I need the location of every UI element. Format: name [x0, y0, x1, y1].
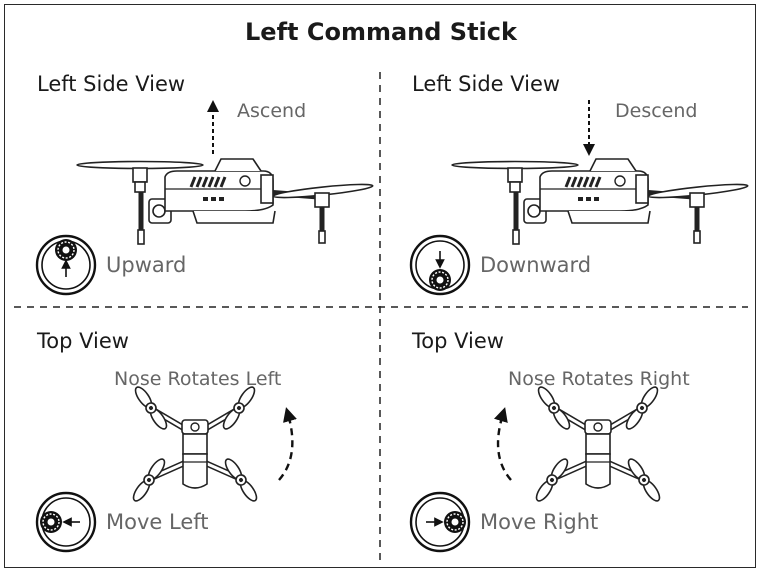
diagram-title: Left Command Stick [245, 18, 517, 46]
panel-view-label: Left Side View [37, 72, 186, 96]
rotate-left-arrow-icon [278, 407, 297, 481]
stick-downward-icon [409, 234, 471, 296]
drone-side-view-icon [77, 159, 373, 244]
panel-stick-label: Upward [106, 253, 187, 277]
stick-move-left-icon [35, 491, 97, 553]
stick-move-right-icon [409, 491, 471, 553]
drone-top-view-icon [534, 385, 663, 504]
drone-side-view-icon [452, 159, 748, 244]
panel-view-label: Top View [37, 329, 129, 353]
panel-stick-label: Move Left [106, 510, 209, 534]
panel-motion-label: Ascend [237, 100, 307, 122]
drone-top-view-icon [131, 385, 260, 504]
panel-stick-label: Downward [480, 253, 592, 277]
panel-view-label: Top View [412, 329, 504, 353]
panel-motion-label: Nose Rotates Right [508, 368, 690, 390]
panel-motion-label: Nose Rotates Left [114, 368, 282, 390]
diagram-frame [4, 4, 756, 568]
stick-upward-icon [35, 234, 97, 296]
panel-stick-label: Move Right [480, 510, 599, 534]
rotate-right-arrow-icon [493, 407, 512, 481]
panel-motion-label: Descend [615, 100, 698, 122]
panel-view-label: Left Side View [412, 72, 561, 96]
